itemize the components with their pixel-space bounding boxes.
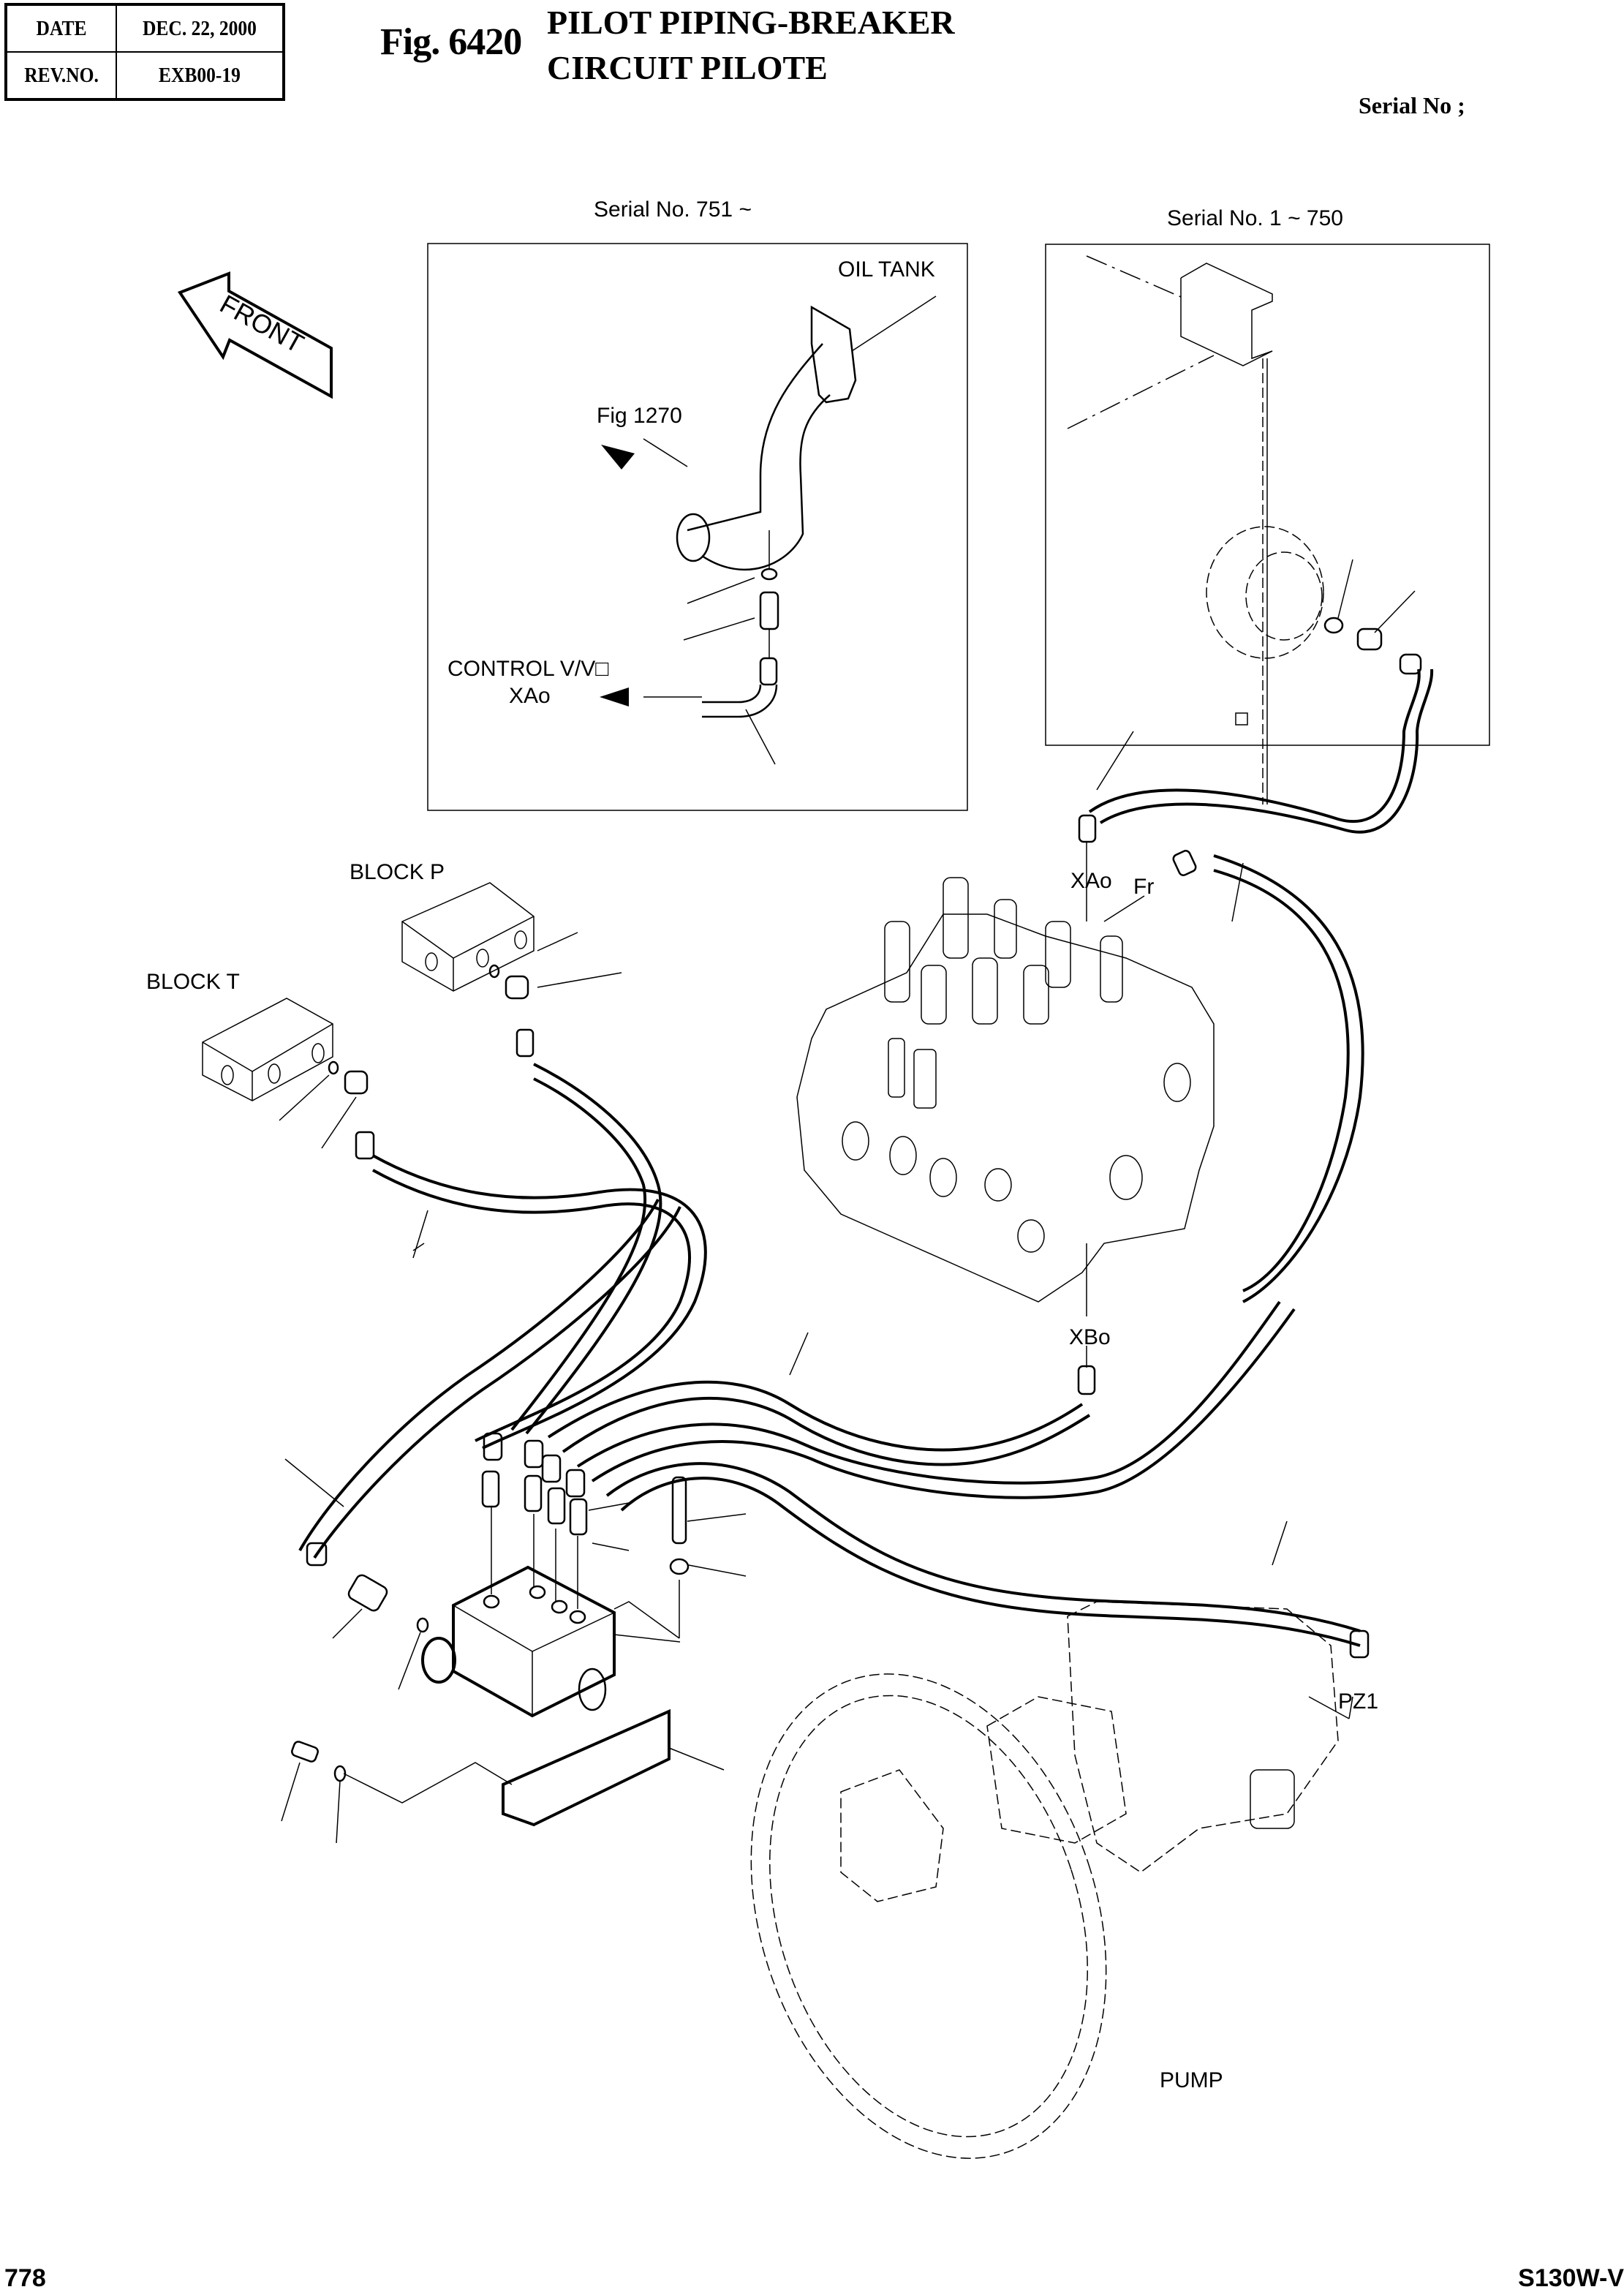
breaker-valve-block-icon [281,1432,747,1844]
date-label: DATE [12,4,111,53]
block-t-icon [202,998,375,1160]
title-english: PILOT PIPING-BREAKER [547,4,955,41]
block-t-label: BLOCK T [146,970,240,994]
control-valve-icon [796,814,1215,1395]
block-p-icon [401,882,622,1058]
rev-value: EXB00-19 [126,51,275,100]
figure-number: Fig. 6420 [380,21,522,63]
date-value: DEC. 22, 2000 [126,4,275,53]
port-fr-label: Fr [1133,875,1155,899]
port-xao-label: XAo [1070,869,1112,893]
serial-number-label: Serial No ; [1359,92,1465,118]
pump-label: PUMP [1160,2068,1223,2092]
inset-caption-new-serial: Serial No. 751 ~ [594,197,752,222]
revision-table: DATE DEC. 22, 2000 REV.NO. EXB00-19 [4,3,285,101]
port-xbo-label: XBo [1069,1325,1111,1349]
oil-tank-pipe-icon [600,295,937,765]
fig-reference-label: Fig 1270 [597,404,682,428]
bracket-flange-icon [1067,255,1422,804]
pump-icon [750,1601,1370,2159]
title-french: CIRCUIT PILOTE [547,49,828,86]
model-name: S130W-V [1518,2264,1624,2292]
port-pz1-label: PZ1 [1338,1689,1379,1714]
oil-tank-label: OIL TANK [838,257,935,282]
hoses [284,668,1434,1647]
inset-frame-new-serial [427,243,968,811]
inset-caption-old-serial: Serial No. 1 ~ 750 [1167,206,1343,230]
rev-label: REV.NO. [12,51,111,100]
front-arrow-icon [177,271,333,399]
inset-port-xao-label: XAo [509,684,551,708]
block-p-label: BLOCK P [350,860,445,884]
page-number: 778 [4,2264,46,2292]
control-valve-label: CONTROL V/V□ [447,657,609,681]
